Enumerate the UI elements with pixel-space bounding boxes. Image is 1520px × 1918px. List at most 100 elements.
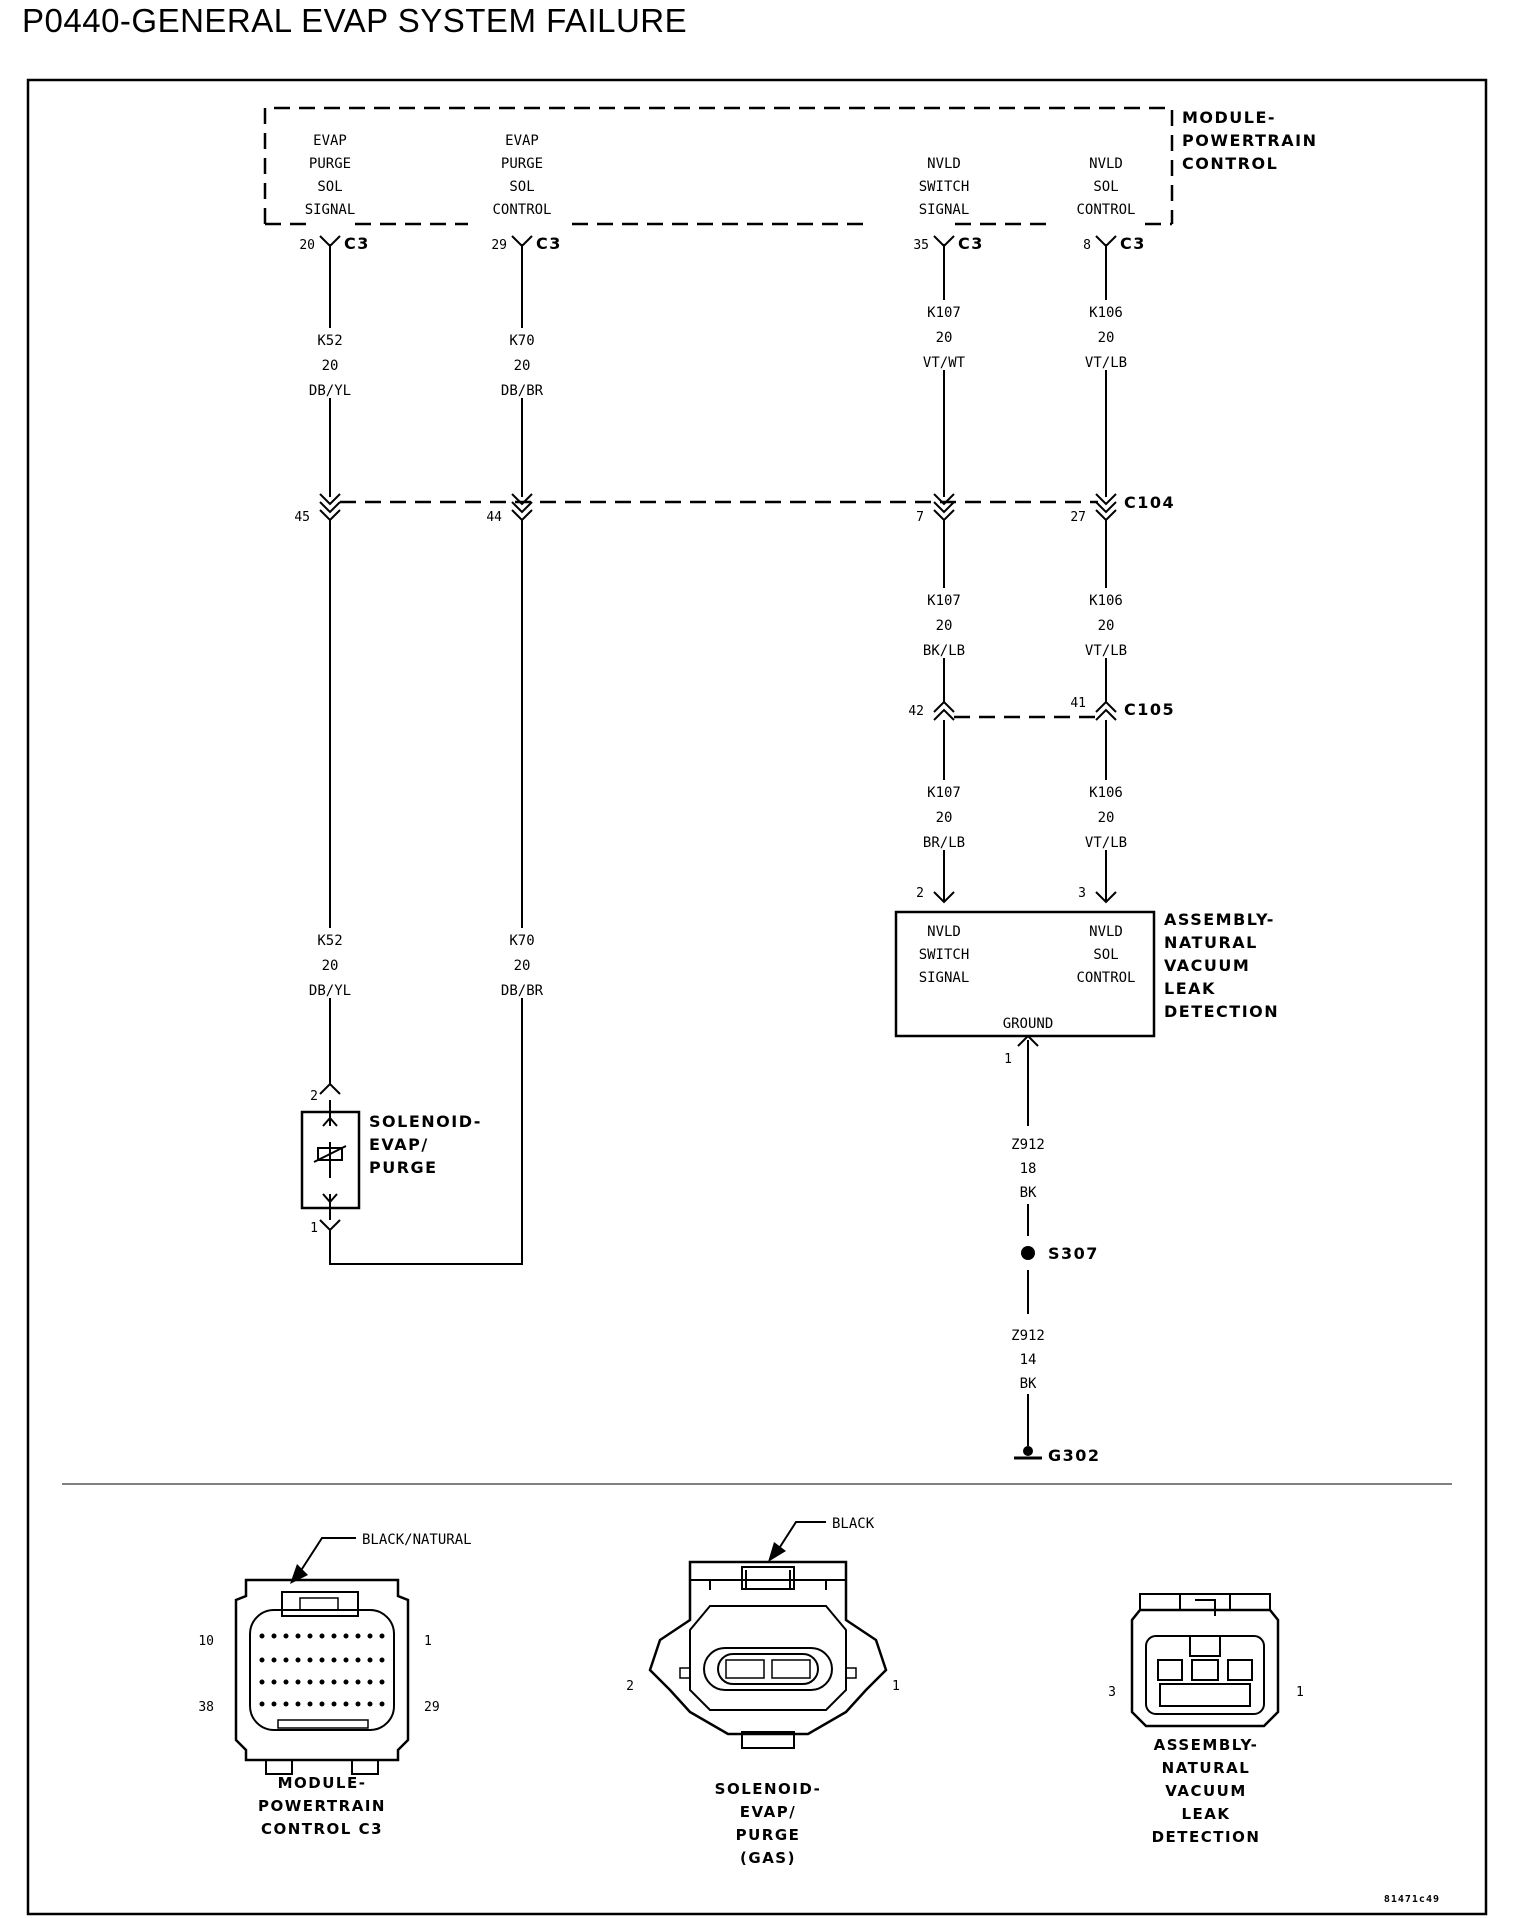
pin-label-line: SWITCH xyxy=(919,179,970,195)
pcm-connector-caption: CONTROL C3 xyxy=(261,1820,383,1838)
nvld-connector-pin-3: 3 xyxy=(1108,1685,1116,1700)
nvld-name-line: LEAK xyxy=(1164,979,1216,998)
wire-label: VT/LB xyxy=(1085,835,1127,851)
connector-c104: C104 45 44 7 27 xyxy=(294,493,1175,525)
c104-cavity-7: 7 xyxy=(916,510,924,525)
solenoid-connector-pin-1: 1 xyxy=(892,1679,900,1694)
nvld-connector-caption: ASSEMBLY- xyxy=(1154,1736,1259,1754)
pcm-pin-evap-purge-control: EVAP PURGE SOL CONTROL 29 C3 xyxy=(491,133,562,253)
pin-label-line: CONTROL xyxy=(1076,202,1135,218)
connector-c105: C105 42 41 xyxy=(908,696,1175,719)
pin-connector: C3 xyxy=(344,234,370,253)
pin-cavity: 29 xyxy=(491,238,507,253)
solenoid-pin-bottom: 1 xyxy=(310,1221,318,1236)
pcm-connector-caption: MODULE- xyxy=(278,1774,367,1792)
wire-label: BK/LB xyxy=(923,643,965,659)
wire-label: 20 xyxy=(1098,810,1115,826)
solenoid-connector-shell xyxy=(648,1560,888,1736)
nvld-box xyxy=(894,910,1156,1038)
c104-name: C104 xyxy=(1124,493,1175,512)
c105-name: C105 xyxy=(1124,700,1175,719)
solenoid-pin-top: 2 xyxy=(310,1089,318,1104)
wire-label: 20 xyxy=(322,358,339,374)
pcm-name-line1: MODULE- xyxy=(1182,108,1276,127)
pin-label-line: EVAP xyxy=(313,133,347,149)
pin-connector: C3 xyxy=(536,234,562,253)
pcm-connector-pin-38: 38 xyxy=(198,1700,214,1715)
c104-cavity-27: 27 xyxy=(1070,510,1086,525)
pin-connector: C3 xyxy=(1120,234,1146,253)
nvld-ground-label: GROUND xyxy=(1003,1016,1054,1032)
pcm-dashed-box xyxy=(263,106,1174,224)
nvld-name-line: DETECTION xyxy=(1164,1002,1279,1021)
pcm-connector-pin-10: 10 xyxy=(198,1634,214,1649)
wire-label: K70 xyxy=(509,933,534,949)
wire-label: DB/YL xyxy=(309,983,351,999)
pin-label-line: PURGE xyxy=(309,156,351,172)
nvld-sol-label: NVLD xyxy=(1089,924,1123,940)
pcm-connector-shell xyxy=(234,1578,410,1762)
wire-labels: K52 20 DB/YL K70 20 DB/BR K107 20 VT/WT … xyxy=(309,305,1127,1392)
nvld-pin-ground: 1 xyxy=(1004,1052,1012,1067)
nvld-connector-view: 3 1 ASSEMBLY- NATURAL VACUUM LEAK DETECT… xyxy=(1108,1593,1304,1846)
pin-label-line: SOL xyxy=(317,179,342,195)
wire-label: K52 xyxy=(317,933,342,949)
pin-label-line: CONTROL xyxy=(492,202,551,218)
pcm-module: MODULE- POWERTRAIN CONTROL EVAP PURGE SO… xyxy=(263,106,1316,253)
wire-label: 20 xyxy=(936,810,953,826)
solenoid-connector-pin-2: 2 xyxy=(626,1679,634,1694)
pin-cavity: 35 xyxy=(913,238,929,253)
figure-id: 81471c49 xyxy=(1384,1894,1440,1905)
wire-label: K107 xyxy=(927,593,961,609)
pcm-pin-nvld-switch-signal: NVLD SWITCH SIGNAL 35 C3 xyxy=(913,156,984,253)
nvld-sol-label: CONTROL xyxy=(1076,970,1135,986)
pin-cavity: 20 xyxy=(299,238,315,253)
nvld-name-line: VACUUM xyxy=(1164,956,1250,975)
ground-label: G302 xyxy=(1048,1446,1101,1465)
nvld-switch-label: SIGNAL xyxy=(919,970,970,986)
pcm-pin-evap-purge-signal: EVAP PURGE SOL SIGNAL 20 C3 xyxy=(299,133,370,253)
solenoid-connector-caption: (GAS) xyxy=(740,1849,796,1867)
nvld-connector-pin-1: 1 xyxy=(1296,1685,1304,1700)
c105-cavity-41: 41 xyxy=(1070,696,1086,711)
splice-label: S307 xyxy=(1048,1244,1099,1263)
pin-label-line: NVLD xyxy=(1089,156,1123,172)
nvld-name-line: ASSEMBLY- xyxy=(1164,910,1275,929)
c104-cavity-44: 44 xyxy=(486,510,502,525)
wire-z912 xyxy=(1014,1034,1042,1460)
pcm-c3-connector-view: BLACK/NATURAL 10 1 38 29 MODULE- POWERTR… xyxy=(198,1532,471,1838)
wire-label: K52 xyxy=(317,333,342,349)
pin-label-line: EVAP xyxy=(505,133,539,149)
pcm-pin-nvld-sol-control: NVLD SOL CONTROL 8 C3 xyxy=(1076,156,1146,253)
wire-k70 xyxy=(329,235,533,1265)
wire-label: K106 xyxy=(1089,305,1123,321)
pin-connector: C3 xyxy=(958,234,984,253)
pcm-connector-caption: POWERTRAIN xyxy=(258,1797,386,1815)
wire-label: DB/YL xyxy=(309,383,351,399)
pin-label-line: NVLD xyxy=(927,156,961,172)
solenoid-connector-caption: PURGE xyxy=(736,1826,801,1844)
wire-label: DB/BR xyxy=(501,983,544,999)
nvld-switch-label: SWITCH xyxy=(919,947,970,963)
wire-label: VT/LB xyxy=(1085,643,1127,659)
diagram-frame xyxy=(26,78,1488,1916)
pin-label-line: SIGNAL xyxy=(919,202,970,218)
nvld-assembly: 2 3 1 NVLD SWITCH SIGNAL NVLD SOL CONTRO… xyxy=(894,886,1279,1067)
nvld-name-line: NATURAL xyxy=(1164,933,1258,952)
pcm-connector-color: BLACK/NATURAL xyxy=(362,1532,472,1548)
wire-label: K106 xyxy=(1089,593,1123,609)
wire-label: VT/WT xyxy=(923,355,966,371)
solenoid-name-line: EVAP/ xyxy=(369,1135,429,1154)
wire-label: DB/BR xyxy=(501,383,544,399)
wire-label: K107 xyxy=(927,785,961,801)
wire-label: BR/LB xyxy=(923,835,965,851)
pin-label-line: PURGE xyxy=(501,156,543,172)
wire-label: 20 xyxy=(1098,330,1115,346)
c105-cavity-42: 42 xyxy=(908,704,924,719)
solenoid-connector-caption: SOLENOID- xyxy=(715,1780,822,1798)
wire-label: Z912 xyxy=(1011,1137,1045,1153)
wire-label: BK xyxy=(1020,1185,1037,1201)
c104-cavity-45: 45 xyxy=(294,510,310,525)
solenoid-name-line: PURGE xyxy=(369,1158,438,1177)
